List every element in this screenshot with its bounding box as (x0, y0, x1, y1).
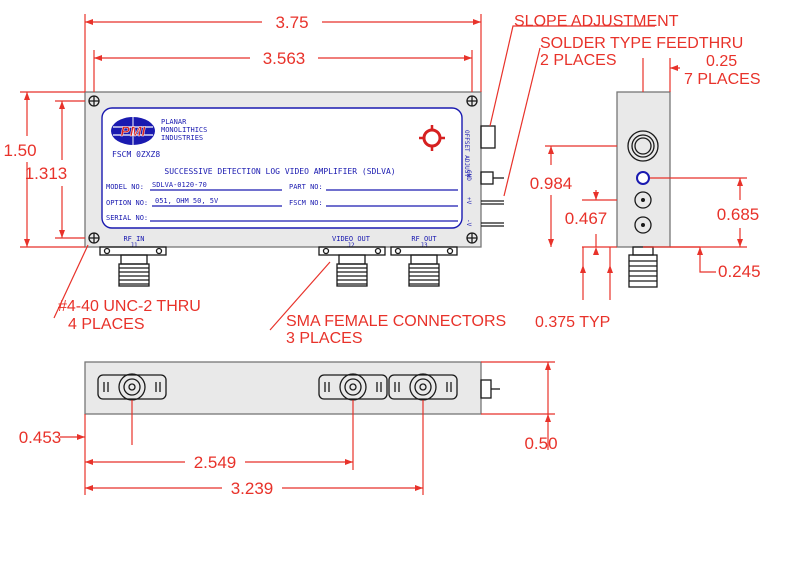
model-label: MODEL NO: (106, 183, 144, 191)
fscm-label: FSCM NO: (289, 199, 323, 207)
part-label: PART NO: (289, 183, 323, 191)
gnd-pin (480, 171, 504, 185)
plus-v-feedthru-side (634, 191, 652, 209)
dim-overall-length: 3.75 (275, 13, 308, 32)
serial-label: SERIAL NO: (106, 214, 148, 222)
gnd-label: GND (465, 170, 472, 181)
j2-name: VIDEO OUT (332, 235, 371, 243)
dim-j2-offset: 2.549 (194, 453, 237, 472)
company-name-line1: PLANAR (161, 118, 187, 126)
option-label: OPTION NO: (106, 199, 148, 207)
mounting-hole-bottom-left (88, 232, 100, 244)
sma-connector-j2 (318, 246, 386, 287)
logo-text: PMI (121, 123, 147, 139)
side-view: 0.25 7 PLACES 0.984 0.467 0.685 0.245 0.… (530, 53, 761, 331)
mounting-hole-top-right (466, 95, 478, 107)
offset-adjust-knob (480, 125, 496, 149)
sma-connector-j3 (390, 246, 458, 287)
offset-adjust-label: OFFSET ADJUST (463, 130, 470, 177)
bottom-sma-j3 (388, 373, 458, 401)
dim-overall-height: 1.50 (3, 141, 36, 160)
j3-name: RF OUT (411, 235, 437, 243)
j1-name: RF IN (123, 235, 144, 243)
callout-feedthru-line1: SOLDER TYPE FEEDTHRU (540, 35, 743, 52)
mounting-hole-bottom-right (466, 232, 478, 244)
dim-depth: 0.25 (706, 53, 737, 70)
front-view: PMI PLANAR MONOLITHICS INDUSTRIES FSCM 0… (3, 13, 743, 347)
dim-connector-offset: 0.375 TYP (535, 314, 610, 331)
sma-connector-side (628, 246, 658, 288)
callout-feedthru-line2: 2 PLACES (540, 52, 616, 69)
dim-side-offset: 0.245 (718, 262, 761, 281)
plus-v-label: +V (465, 197, 472, 205)
minus-v-pin (481, 222, 504, 227)
fscm-code: FSCM 0ZXZ8 (112, 150, 160, 159)
bottom-view: 0.453 2.549 3.239 0.50 (19, 361, 558, 498)
mounting-hole-top-left (88, 95, 100, 107)
dim-j3-offset: 3.239 (231, 479, 274, 498)
dim-minus-v-height: 0.467 (565, 209, 608, 228)
callout-slope-adjustment: SLOPE ADJUSTMENT (514, 13, 679, 30)
dim-hole-spacing-length: 3.563 (263, 49, 306, 68)
slope-adjust-feedthru-side (627, 130, 659, 162)
company-name-line2: MONOLITHICS (161, 126, 207, 134)
sma-connector-j1 (99, 246, 167, 287)
callout-holes-line2: 4 PLACES (68, 316, 144, 333)
j1-id: J1 (130, 242, 138, 249)
label-plate (101, 107, 463, 229)
side-housing-outline (616, 91, 671, 248)
bottom-sma-j1 (97, 373, 167, 401)
minus-v-label: -V (465, 219, 472, 227)
manufacturer-symbol-icon (419, 125, 445, 151)
callout-holes-line1: #4-40 UNC-2 THRU (58, 298, 201, 315)
dim-bottom-depth: 0.50 (524, 434, 557, 453)
dim-hole-spacing-height: 1.313 (25, 164, 68, 183)
bottom-slope-knob (480, 379, 500, 399)
option-value: 051, OHM 50, 5V (155, 197, 219, 205)
dim-depth-places: 7 PLACES (684, 71, 760, 88)
gnd-feedthru-side (636, 171, 650, 185)
j2-id: J2 (347, 242, 355, 249)
dim-j1-offset: 0.453 (19, 428, 62, 447)
callout-sma-line2: 3 PLACES (286, 330, 362, 347)
pmi-logo: PMI (111, 117, 155, 145)
dim-plus-v-height: 0.685 (717, 205, 760, 224)
product-title: SUCCESSIVE DETECTION LOG VIDEO AMPLIFIER… (164, 167, 395, 176)
plus-v-pin (481, 200, 504, 205)
callout-sma-line1: SMA FEMALE CONNECTORS (286, 313, 506, 330)
company-name-line3: INDUSTRIES (161, 134, 203, 142)
model-value: SDLVA-0120-70 (152, 181, 207, 189)
dim-feedthru-height: 0.984 (530, 174, 573, 193)
minus-v-feedthru-side (634, 216, 652, 234)
j3-id: J3 (420, 242, 428, 249)
